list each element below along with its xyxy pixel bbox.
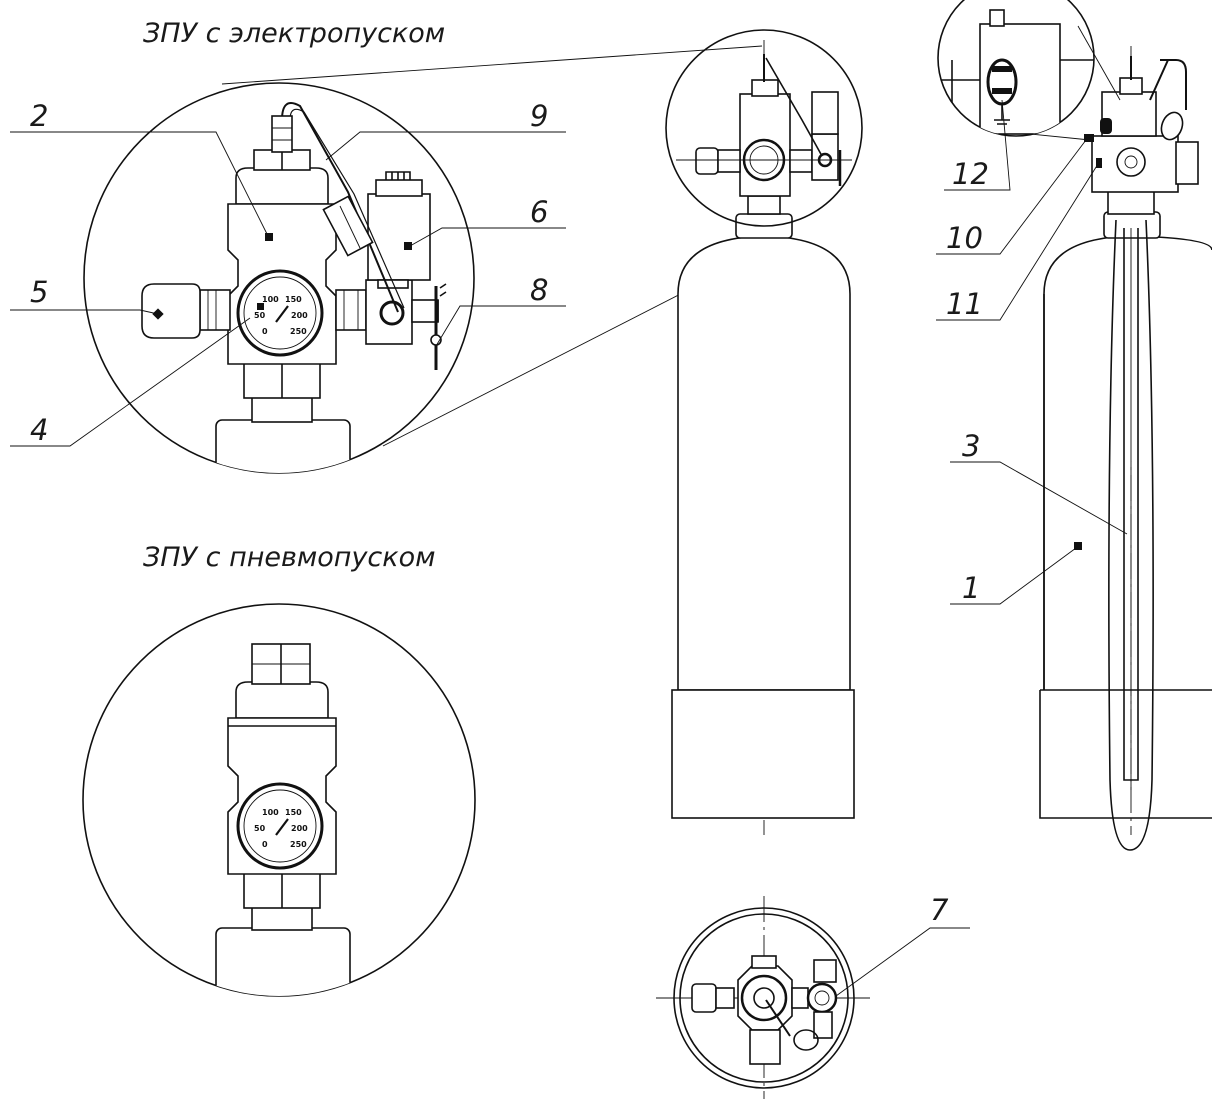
siphon-tube-outer (1108, 219, 1154, 851)
marker-1 (1074, 542, 1082, 550)
detail-pneumatic-start: 100 150 50 200 0 250 (82, 603, 476, 997)
tube-fitting-a (271, 115, 293, 153)
callout-12: 12 (952, 157, 989, 191)
outlet-left-a (199, 289, 231, 331)
callout-3: 3 (962, 429, 980, 463)
callout-7: 7 (930, 893, 949, 927)
callout-11: 11 (946, 287, 983, 321)
pressure-gauge-a (236, 269, 324, 357)
detail-circle-12 (937, 0, 1095, 137)
callout-6: 6 (530, 195, 548, 229)
cylinder-body-front (677, 235, 851, 691)
gauge-b-100: 100 (262, 808, 279, 817)
cylinder-front-view (665, 29, 863, 835)
cylinder-side-view: 12 10 11 3 1 (936, 0, 1212, 851)
leader-7 (835, 927, 970, 997)
cylinder-top-view: 7 (656, 893, 970, 1099)
gauge-b-0: 0 (262, 840, 268, 849)
leader-5 (10, 309, 159, 315)
gauge-a-100: 100 (262, 295, 279, 304)
outlet-cap-5 (141, 283, 201, 339)
gauge-a-0: 0 (262, 327, 268, 336)
leader-9 (325, 131, 566, 161)
solenoid-head (375, 179, 423, 197)
gauge-a-150: 150 (285, 295, 302, 304)
leader-1 (950, 547, 1077, 605)
pressure-gauge-b (236, 782, 324, 870)
callout-10: 10 (946, 221, 983, 255)
bottle-neck-a (215, 419, 351, 473)
callout-8: 8 (530, 273, 548, 307)
leader-3 (950, 461, 1128, 535)
outlet-right-a (335, 289, 367, 331)
gauge-a-50: 50 (254, 311, 266, 320)
view-circle-front (665, 29, 863, 227)
gauge-a-250: 250 (290, 327, 307, 336)
callout-9: 9 (530, 99, 548, 133)
gauge-b-50: 50 (254, 824, 266, 833)
top-view-outer (673, 907, 855, 1089)
gauge-a-200: 200 (291, 311, 308, 320)
leader-8 (435, 305, 566, 347)
leader-11 (936, 163, 1099, 321)
leader-4 (10, 317, 251, 447)
cylinder-body-side (1043, 235, 1212, 690)
callout-2: 2 (30, 99, 48, 133)
solenoid-6 (367, 193, 431, 281)
cylinder-base-front (671, 689, 855, 819)
callout-1: 1 (962, 571, 980, 605)
gauge-b-200: 200 (291, 824, 308, 833)
caption-electric-start: ЗПУ с электропуском (143, 18, 445, 49)
marker-2 (265, 233, 273, 241)
detail-electric-start: 100 150 50 200 0 250 (10, 45, 791, 474)
neck-fitting-a (251, 395, 313, 423)
detail-leader-top (221, 45, 763, 85)
leader-2 (10, 131, 269, 237)
leader-10 (936, 139, 1087, 255)
marker-6 (404, 242, 412, 250)
valve-cap-a (235, 167, 329, 205)
gauge-b-250: 250 (290, 840, 307, 849)
gauge-b-150: 150 (285, 808, 302, 817)
callout-4: 4 (30, 413, 48, 447)
cylinder-base-side (1039, 689, 1212, 819)
leader-12 (944, 99, 1011, 191)
leader-6 (409, 227, 566, 247)
callout-5: 5 (30, 275, 48, 309)
caption-pneumatic-start: ЗПУ с пневмопуском (143, 542, 435, 573)
